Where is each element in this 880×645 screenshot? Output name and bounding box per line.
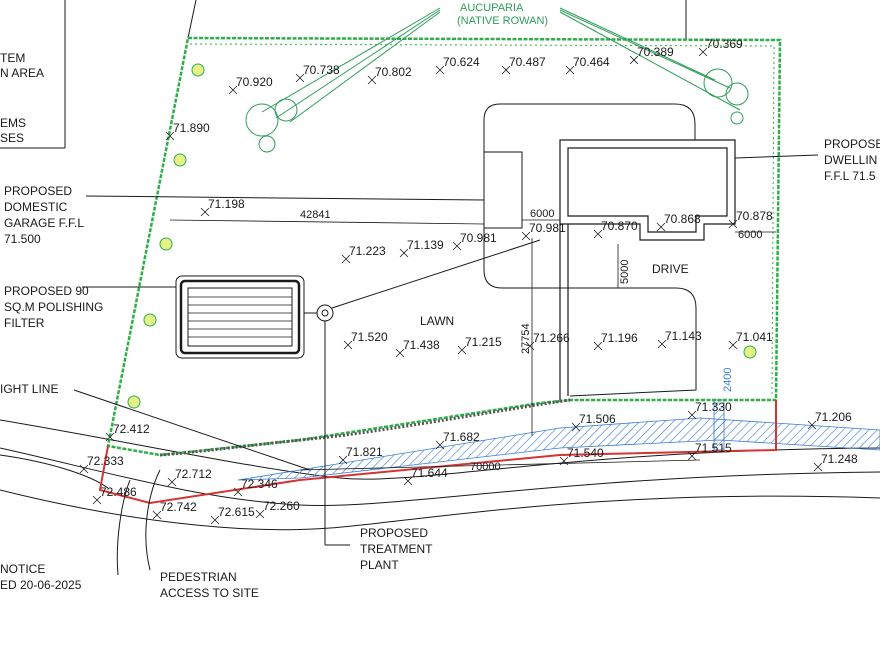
- spot-level-value: 70.870: [601, 219, 638, 233]
- spot-level-value: 71.196: [601, 331, 638, 345]
- spot-level-value: 70.981: [529, 221, 566, 235]
- spot-level-value: 71.198: [208, 197, 245, 211]
- spot-level-value: 71.520: [351, 330, 388, 344]
- spot-level-value: 70.868: [664, 212, 701, 226]
- spot-level-value: 72.333: [87, 454, 124, 468]
- spot-levels: 70.920 70.738 70.802 70.624 70.487 70.464 70.3…: [79, 37, 858, 525]
- treatment-label-2: TREATMENT: [360, 542, 433, 556]
- spot-level-value: 70.738: [303, 63, 340, 77]
- spot-level-value: 71.438: [403, 338, 440, 352]
- treatment-label-3: PLANT: [360, 558, 399, 572]
- filter-label-2: SQ.M POLISHING: [4, 300, 103, 314]
- dim-sight-line: 70000: [470, 461, 501, 473]
- garage-outline: [484, 151, 523, 229]
- spot-level-value: 71.644: [411, 466, 448, 480]
- rowan-trees-left: [245, 98, 298, 153]
- spot-level-value: 71.821: [346, 445, 383, 459]
- spot-level-value: 71.540: [567, 446, 604, 460]
- boundary-trees: [127, 63, 757, 409]
- spot-level-value: 71.682: [443, 430, 480, 444]
- sight-splay-hatch: [237, 417, 880, 481]
- spot-level-value: 70.389: [637, 45, 674, 59]
- dim-garage-width: 6000: [530, 208, 554, 220]
- legend-line-1: TEM: [0, 51, 25, 65]
- spot-level-value: 71.248: [821, 452, 858, 466]
- spot-level-value: 71.506: [579, 412, 616, 426]
- dim-drive-depth: 5000: [619, 260, 631, 284]
- spot-level-value: 70.981: [460, 231, 497, 245]
- treatment-label-1: PROPOSED: [360, 526, 428, 540]
- front-hedge: [159, 398, 571, 457]
- spot-level-value: 71.215: [465, 335, 502, 349]
- legend-box: TEM N AREA EMS SES: [0, 0, 66, 149]
- spot-level-value: 72.712: [175, 467, 212, 481]
- spot-level-value: 72.346: [241, 477, 278, 491]
- tree-species-name: AUCUPARIA: [460, 2, 524, 14]
- dim-garage-distance: 42841: [300, 209, 331, 221]
- drive-label: DRIVE: [652, 262, 689, 276]
- garage-label-3: GARAGE F.F.L: [4, 216, 84, 230]
- dim-splay: 2400: [722, 368, 734, 392]
- notice-label-2: ED 20-06-2025: [0, 578, 82, 592]
- garage-label-1: PROPOSED: [4, 184, 72, 198]
- spot-level-value: 71.206: [815, 410, 852, 424]
- spot-level-value: 70.487: [509, 55, 546, 69]
- spot-level-value: 71.330: [695, 400, 732, 414]
- pedestrian-label-1: PEDESTRIAN: [160, 570, 237, 584]
- dimension-lines: [169, 219, 776, 471]
- road: [0, 419, 880, 531]
- driveway-outline: [483, 103, 697, 397]
- filter-label-1: PROPOSED 90: [4, 284, 89, 298]
- spot-level-value: 72.742: [160, 500, 197, 514]
- spot-level-value: 72.615: [218, 505, 255, 519]
- dwelling-label-3: F.F.L 71.5: [824, 169, 876, 183]
- label-leaders: [73, 154, 819, 576]
- spot-level-value: 71.143: [665, 329, 702, 343]
- dim-dwelling-side: 6000: [738, 229, 762, 241]
- dwelling-label-2: DWELLIN: [824, 153, 877, 167]
- tree-species-common: (NATIVE ROWAN): [457, 15, 548, 27]
- spot-level-value: 72.486: [100, 485, 137, 499]
- pedestrian-label-2: ACCESS TO SITE: [160, 586, 259, 600]
- spot-level-value: 71.041: [736, 330, 773, 344]
- red-line-boundary: [98, 400, 777, 505]
- spot-level-value: 72.412: [113, 422, 150, 436]
- legend-line-2: N AREA: [0, 66, 44, 80]
- legend-line-3: EMS: [0, 116, 26, 130]
- spot-level-value: 71.515: [695, 441, 732, 455]
- spot-level-value: 70.802: [375, 65, 412, 79]
- dwelling-label-1: PROPOSE: [824, 137, 880, 151]
- spot-level-value: 71.266: [533, 331, 570, 345]
- sight-line-label: IGHT LINE: [0, 382, 58, 396]
- spot-level-value: 71.890: [173, 121, 210, 135]
- spot-level-value: 70.920: [236, 75, 273, 89]
- rowan-trees-right: [703, 68, 749, 125]
- legend-line-4: SES: [0, 131, 24, 145]
- lawn-label: LAWN: [420, 314, 454, 328]
- spot-level-value: 70.464: [573, 55, 610, 69]
- spot-level-value: 70.369: [706, 37, 743, 51]
- dwelling: [559, 139, 736, 400]
- spot-level-value: 72.260: [263, 499, 300, 513]
- treatment-plant: [304, 239, 541, 546]
- spot-level-value: 70.878: [736, 209, 773, 223]
- dim-setback: 27754: [520, 323, 532, 354]
- garage-label-4: 71.500: [4, 232, 41, 246]
- notice-label-1: NOTICE: [0, 562, 45, 576]
- tree-leader-lines: [261, 7, 741, 123]
- polishing-filter: [175, 275, 305, 359]
- filter-label-3: FILTER: [4, 316, 45, 330]
- garage-label-2: DOMESTIC: [4, 200, 68, 214]
- site-boundary: [106, 36, 782, 457]
- spot-level-value: 71.139: [407, 238, 444, 252]
- spot-level-value: 70.624: [443, 55, 480, 69]
- spot-level-value: 71.223: [349, 244, 386, 258]
